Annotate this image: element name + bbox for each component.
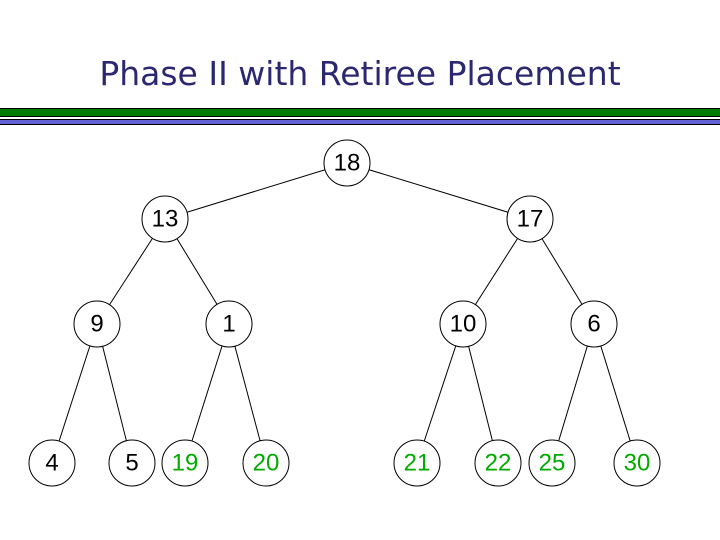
slide-title: Phase II with Retiree Placement <box>99 54 621 93</box>
tree-node-label-19: 19 <box>172 450 199 477</box>
tree-node-label-20: 20 <box>253 450 280 477</box>
tree-node-label-25: 25 <box>539 450 566 477</box>
tree-edge-10-22 <box>462 323 499 464</box>
title-separator <box>0 108 720 125</box>
separator-green-bar <box>0 108 720 117</box>
tree-node-9 <box>73 300 121 348</box>
tree-node-13 <box>141 195 189 243</box>
tree-node-6 <box>570 300 618 348</box>
tree-edge-1-20 <box>228 323 267 464</box>
tree-node-4 <box>28 439 76 487</box>
tree-edge-1-19 <box>184 323 230 464</box>
tree-node-label-1: 1 <box>222 311 235 338</box>
tree-node-10 <box>439 300 487 348</box>
tree-edge-18-17 <box>346 162 531 220</box>
tree-node-25 <box>528 439 576 487</box>
tree-node-label-13: 13 <box>152 206 179 233</box>
tree-edge-6-30 <box>593 323 638 464</box>
tree-node-label-30: 30 <box>624 450 651 477</box>
tree-node-1 <box>205 300 253 348</box>
tree-edge-9-5 <box>96 323 133 464</box>
tree-node-30 <box>613 439 661 487</box>
tree-node-label-17: 17 <box>517 206 544 233</box>
tree-node-label-5: 5 <box>125 450 138 477</box>
separator-blue-bar <box>0 119 720 125</box>
tree-node-label-4: 4 <box>45 450 58 477</box>
tree-node-label-10: 10 <box>450 311 477 338</box>
tree-edge-9-4 <box>51 323 98 464</box>
tree-node-18 <box>323 139 371 187</box>
tree-node-label-6: 6 <box>587 311 600 338</box>
tree-node-label-21: 21 <box>404 450 431 477</box>
tree-node-label-22: 22 <box>485 450 512 477</box>
tree-edge-10-21 <box>416 323 464 464</box>
tree-node-21 <box>393 439 441 487</box>
tree-edge-18-13 <box>164 162 348 220</box>
tree-node-5 <box>108 439 156 487</box>
tree-node-22 <box>474 439 522 487</box>
tree-node-19 <box>161 439 209 487</box>
tree-node-20 <box>242 439 290 487</box>
tree-node-17 <box>506 195 554 243</box>
tree-node-label-9: 9 <box>90 311 103 338</box>
tree-edge-6-25 <box>551 323 595 464</box>
tree-node-label-18: 18 <box>334 150 361 177</box>
